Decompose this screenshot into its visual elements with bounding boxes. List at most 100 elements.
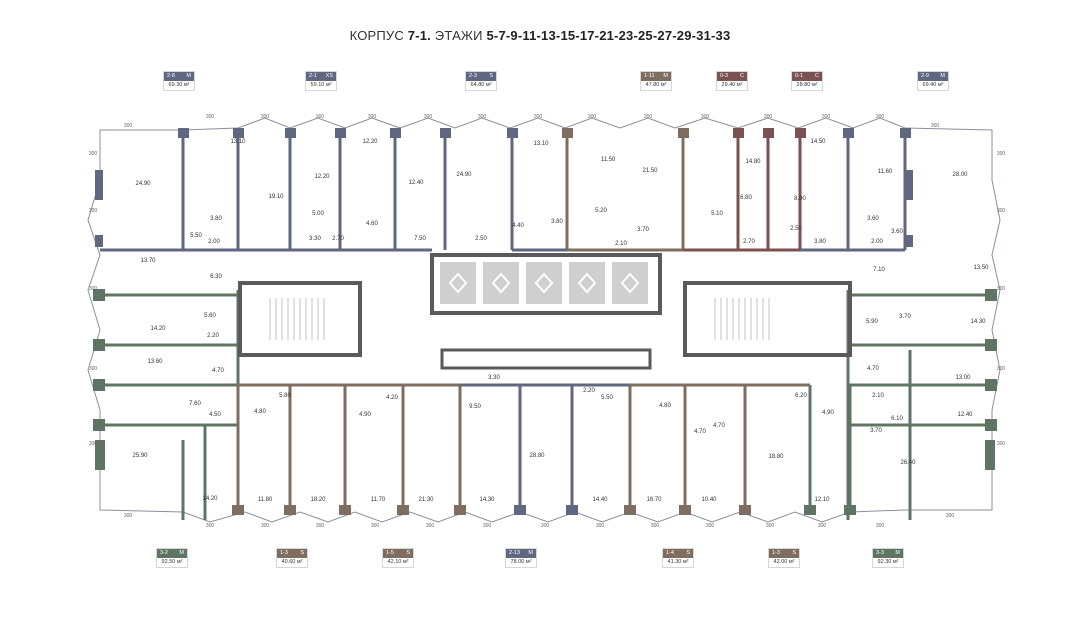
title-prefix: КОРПУС [349, 28, 408, 43]
room-area-label: 5.20 [595, 208, 607, 214]
dimension-label: 300 [876, 114, 885, 120]
column [514, 505, 526, 515]
room-area-label: 13.10 [230, 139, 246, 145]
room-area-label: 4.90 [359, 412, 371, 418]
room-area-label: 3.30 [488, 375, 500, 381]
room-area-label: 5.10 [711, 211, 723, 217]
column [440, 128, 451, 138]
room-area-labels: 13.1024.9019.1012.2012.2012.4024.9013.10… [132, 139, 989, 503]
room-area-label: 4.50 [209, 412, 221, 418]
room-area-label: 5.60 [204, 313, 216, 319]
dimension-label: 300 [946, 513, 955, 519]
elevator-block [430, 253, 662, 315]
column [507, 128, 518, 138]
room-area-label: 6.10 [891, 416, 903, 422]
apartment-size: M [528, 550, 533, 556]
room-area-label: 7.60 [189, 401, 201, 407]
dimension-label: 300 [534, 114, 543, 120]
column [905, 170, 913, 200]
room-area-label: 2.50 [790, 226, 802, 232]
apartment-walls [93, 128, 997, 520]
column [93, 419, 105, 431]
column [397, 505, 409, 515]
dimension-label: 300 [261, 114, 270, 120]
column [95, 440, 105, 470]
apartment-size: M [940, 73, 945, 79]
column [678, 128, 689, 138]
room-area-label: 4.90 [822, 410, 834, 416]
apartment-tag-header: 1-3 S [769, 549, 799, 558]
apartment-area: 69.40 м² [922, 82, 944, 88]
service-corridor [440, 348, 652, 370]
dimension-label: 300 [371, 523, 380, 529]
room-area-label: 16.70 [646, 497, 662, 503]
stairwell [683, 281, 852, 357]
room-area-label: 14.40 [592, 497, 608, 503]
dimension-label: 300 [316, 114, 325, 120]
room-area-label: 2.70 [743, 239, 755, 245]
column [95, 235, 103, 247]
dimension-label: 300 [766, 523, 775, 529]
room-area-label: 11.50 [601, 157, 616, 163]
room-area-label: 3.70 [637, 227, 649, 233]
dimension-label: 300 [706, 523, 715, 529]
room-area-label: 12.40 [957, 412, 973, 418]
room-area-label: 2.20 [207, 333, 219, 339]
apartment-code: 2-3 [469, 73, 477, 79]
dimension-label: 300 [701, 114, 710, 120]
apartment-area: 92.30 м² [877, 559, 899, 565]
room-area-label: 25.90 [132, 453, 148, 459]
apartment-size: S [406, 550, 410, 556]
room-area-label: 14.30 [970, 319, 986, 325]
column [93, 339, 105, 351]
column [985, 339, 997, 351]
dimension-label: 300 [261, 523, 270, 529]
room-area-label: 2.50 [475, 236, 487, 242]
column [739, 505, 751, 515]
room-area-label: 13.00 [955, 375, 971, 381]
dimension-label: 300 [424, 114, 433, 120]
apartment-code: 1-3 [280, 550, 288, 556]
apartment-code: 0-3 [720, 73, 728, 79]
apartment-size: S [792, 550, 796, 556]
room-area-label: 4.40 [512, 223, 524, 229]
apartment-size: S [686, 550, 690, 556]
column [339, 505, 351, 515]
apartment-area: 42.10 м² [387, 559, 409, 565]
apartment-size: C [740, 73, 744, 79]
page-title: КОРПУС 7-1. ЭТАЖИ 5-7-9-11-13-15-17-21-2… [0, 28, 1080, 43]
column [93, 289, 105, 301]
elevator-shaft [612, 262, 648, 304]
room-area-label: 6.80 [740, 195, 752, 201]
room-area-label: 4.70 [867, 366, 879, 372]
apartment-area: 78.00 м² [510, 559, 532, 565]
dimension-label: 300 [478, 114, 487, 120]
dimension-label: 300 [206, 114, 215, 120]
apartment-code: 1-11 [644, 73, 655, 79]
column [335, 128, 346, 138]
apartment-code: 1-3 [772, 550, 780, 556]
floors-label: ЭТАЖИ [431, 28, 487, 43]
column [985, 440, 995, 470]
dimension-label: 300 [588, 114, 597, 120]
column [844, 505, 856, 515]
